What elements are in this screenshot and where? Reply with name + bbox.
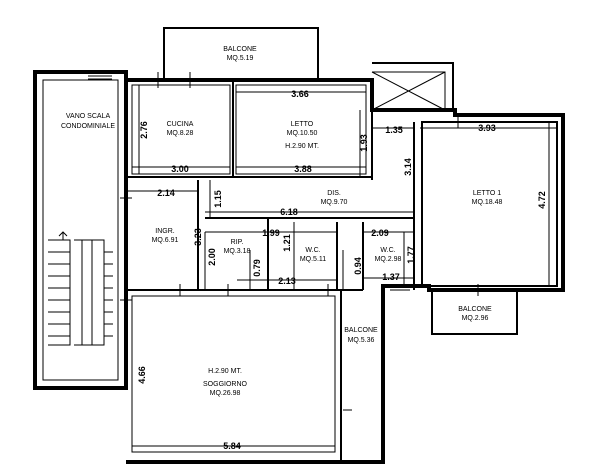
wc1-area: MQ.5.11	[300, 256, 326, 263]
stair-outline	[48, 239, 105, 346]
balcone-right-railing	[431, 290, 518, 335]
door-ticks	[120, 72, 479, 411]
balcone-top-area: MQ.5.19	[227, 55, 254, 62]
vertical-dim-lines	[131, 85, 550, 452]
dim-label-314: 3.14	[403, 158, 413, 176]
stair-window	[88, 75, 112, 80]
rip-name: RIP.	[231, 239, 244, 246]
dim-label-366: 3.66	[291, 89, 309, 99]
vano-scala-line1: VANO SCALA	[66, 113, 111, 120]
dim-label-177: 1.77	[406, 246, 416, 264]
balcone-mid-area: MQ.5.36	[348, 337, 375, 344]
dim-label-393: 3.93	[478, 123, 496, 133]
dim-label-115: 1.15	[213, 190, 223, 208]
dim-label-199: 1.99	[262, 228, 280, 238]
ingr-area: MQ.6.91	[152, 237, 179, 244]
balcone-top-name: BALCONE	[223, 46, 257, 53]
cucina-area: MQ.8.28	[167, 130, 194, 137]
dim-label-209: 2.09	[371, 228, 389, 238]
shaft-wall	[372, 62, 454, 110]
rip-area: MQ.3.18	[224, 248, 251, 255]
vano-scala-line2: CONDOMINIALE	[61, 123, 115, 130]
shaft-cross	[371, 71, 446, 111]
balcone-top-railing	[163, 27, 319, 80]
wc2-window	[390, 285, 410, 291]
stair-block-inner	[42, 79, 119, 381]
soggiorno-height: H.2.90 MT.	[208, 368, 242, 375]
dim-label-276: 2.76	[139, 121, 149, 139]
dis-area: MQ.9.70	[321, 199, 348, 206]
dim-label-193: 1.93	[359, 134, 369, 152]
dim-label-388: 3.88	[294, 164, 312, 174]
cucina-inner	[131, 84, 231, 175]
staircase	[48, 231, 113, 346]
letto-inner	[235, 84, 367, 175]
dim-label-079: 0.79	[252, 259, 262, 277]
letto-height: H.2.90 MT.	[285, 143, 319, 150]
balcone-right-name: BALCONE	[458, 306, 492, 313]
dim-label-200: 2.00	[207, 248, 217, 266]
stair-treads-left	[48, 251, 70, 337]
dim-label-214: 2.14	[157, 188, 175, 198]
dim-label-300: 3.00	[171, 164, 189, 174]
dim-label-094: 0.94	[353, 257, 363, 275]
dim-label-466: 4.66	[137, 366, 147, 384]
dis-name: DIS.	[327, 190, 341, 197]
dim-label-137: 1.37	[382, 272, 400, 282]
wc1-name: W.C.	[305, 247, 320, 254]
stair-treads-right	[104, 251, 113, 337]
dim-label-213: 2.13	[278, 276, 296, 286]
soggiorno-area: MQ.26.98	[210, 390, 241, 397]
letto-name: LETTO	[291, 121, 314, 128]
horizontal-dim-lines	[126, 91, 557, 447]
dim-label-584: 5.84	[223, 441, 241, 451]
stair-block-wall	[33, 70, 128, 390]
letto-area: MQ.10.50	[287, 130, 318, 137]
wc2-name: W.C.	[380, 247, 395, 254]
apartment-outer-wall	[126, 78, 565, 464]
ingr-name: INGR.	[155, 228, 175, 235]
wc2-area: MQ.2.98	[375, 256, 402, 263]
cucina-name: CUCINA	[167, 121, 194, 128]
letto1-inner	[421, 121, 558, 287]
letto1-area: MQ.18.48	[472, 199, 503, 206]
dim-label-472: 4.72	[537, 191, 547, 209]
dim-label-121: 1.21	[282, 234, 292, 252]
soggiorno-name: SOGGIORNO	[203, 381, 248, 388]
letto1-name: LETTO 1	[473, 190, 501, 197]
dim-label-618: 6.18	[280, 207, 298, 217]
dimension-lines	[126, 85, 557, 452]
dim-label-135: 1.35	[385, 125, 403, 135]
dim-label-323: 3.23	[193, 228, 203, 246]
balcone-right-area: MQ.2.96	[462, 315, 489, 322]
balcone-mid-name: BALCONE	[344, 327, 378, 334]
outer-walls	[33, 27, 565, 464]
stair-arrow	[58, 231, 68, 240]
